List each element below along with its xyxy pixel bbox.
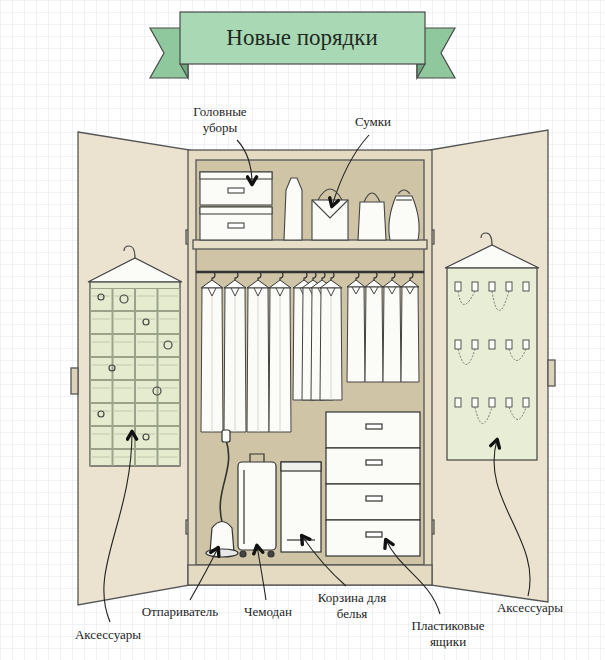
laundry-basket — [281, 462, 321, 552]
bags — [284, 178, 419, 240]
cabinet-body — [188, 150, 432, 585]
plastic-drawers — [326, 412, 420, 556]
leader-line — [104, 432, 132, 622]
callout-label: Чемодан — [244, 604, 292, 620]
right-organizer — [445, 233, 539, 460]
left-door — [71, 132, 192, 605]
callout-label: Корзина для белья — [317, 590, 387, 622]
leader-line — [332, 135, 369, 206]
leader-line — [494, 440, 530, 596]
leader-line — [190, 548, 218, 600]
ribbon-banner — [150, 12, 455, 78]
right-door — [428, 130, 555, 602]
leader-lines — [104, 135, 530, 622]
leader-line — [386, 540, 440, 614]
callout-label: Отпариватель — [142, 604, 219, 620]
callout-label: Пластиковые ящики — [403, 618, 493, 650]
hat-boxes — [200, 172, 272, 240]
callout-label: Головные уборы — [180, 104, 260, 136]
leader-line — [302, 536, 346, 586]
leader-line — [237, 140, 252, 184]
callout-label: Аксессуары — [75, 627, 141, 643]
callout-label: Сумки — [355, 114, 391, 130]
left-organizer — [88, 246, 182, 466]
steamer — [206, 430, 238, 557]
title: Новые порядки — [226, 25, 377, 51]
leader-line — [257, 546, 266, 600]
hanging-clothes — [201, 272, 419, 432]
suitcase — [238, 454, 276, 557]
callout-label: Аксессуары — [497, 600, 563, 616]
